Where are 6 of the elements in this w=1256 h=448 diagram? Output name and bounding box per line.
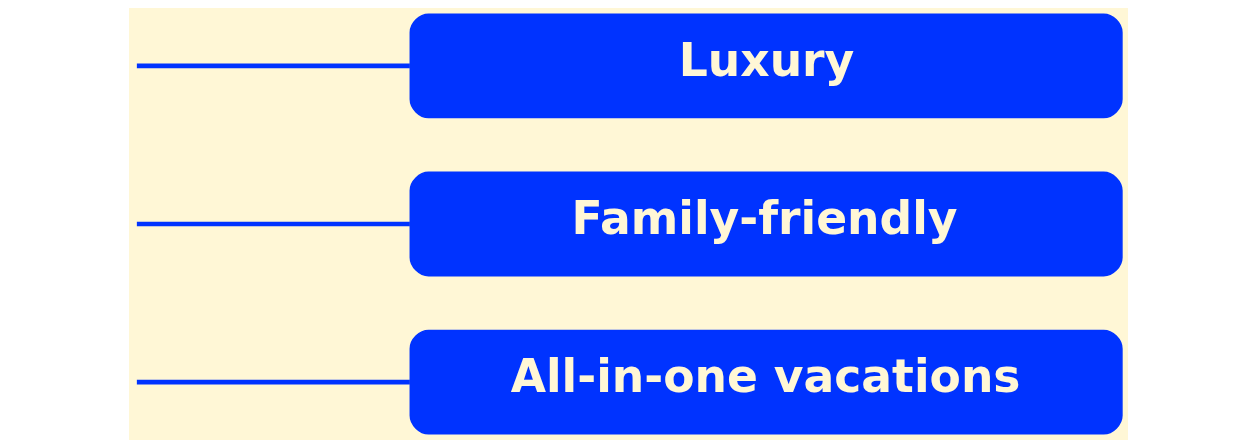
connector xyxy=(136,379,410,385)
node-box: Family-friendly xyxy=(409,171,1123,277)
connector xyxy=(136,221,410,227)
node-box: Luxury xyxy=(409,13,1123,119)
connector xyxy=(136,63,410,69)
node-box: All-in-one vacations xyxy=(409,329,1123,435)
